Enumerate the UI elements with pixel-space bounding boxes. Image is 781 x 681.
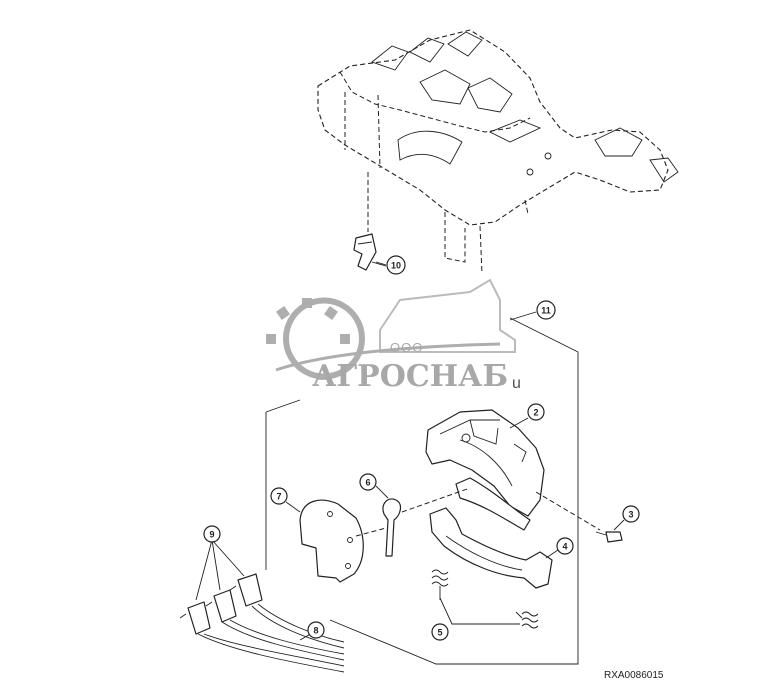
svg-text:9: 9	[209, 530, 214, 540]
mounting-block	[367, 172, 483, 275]
callout-10: 10	[375, 255, 406, 275]
svg-text:10: 10	[391, 261, 401, 271]
part-10-clip	[353, 233, 387, 271]
part-4-lower-strip	[429, 507, 553, 589]
svg-text:8: 8	[313, 626, 318, 636]
console-housing	[317, 29, 679, 226]
svg-text:7: 7	[276, 492, 281, 502]
stray-mark: u	[512, 375, 521, 392]
part-5-springs	[431, 569, 539, 629]
watermark-brand: АГРОСНАБ	[312, 359, 508, 394]
watermark-gear-teeth	[266, 298, 350, 344]
svg-text:6: 6	[365, 478, 370, 488]
callout-4: 4	[545, 537, 574, 559]
watermark: ООО АГРОСНАБ u	[266, 278, 521, 394]
reference-code: RXA0086015	[604, 670, 664, 681]
callout-9: 9	[203, 525, 221, 543]
part-2-lever-body	[425, 409, 545, 531]
svg-text:11: 11	[541, 306, 551, 316]
callout-7: 7	[270, 487, 301, 513]
part-7-cover	[299, 499, 387, 583]
svg-text:3: 3	[628, 510, 633, 520]
callout-5: 5	[431, 623, 449, 641]
callout-8: 8	[307, 621, 325, 639]
svg-text:2: 2	[533, 408, 538, 418]
callout-6: 6	[359, 473, 377, 491]
watermark-company: ООО	[390, 340, 423, 355]
part-9-connectors	[179, 539, 263, 635]
callout-11: 11	[536, 300, 556, 320]
part-6-pin	[375, 485, 471, 557]
callout-2: 2	[509, 403, 545, 429]
part-3-screw	[535, 491, 623, 543]
watermark-harvester-icon	[379, 278, 516, 353]
svg-text:5: 5	[437, 628, 442, 638]
assembly-boundary	[265, 311, 579, 665]
callout-3: 3	[613, 505, 640, 531]
svg-text:4: 4	[562, 542, 567, 552]
